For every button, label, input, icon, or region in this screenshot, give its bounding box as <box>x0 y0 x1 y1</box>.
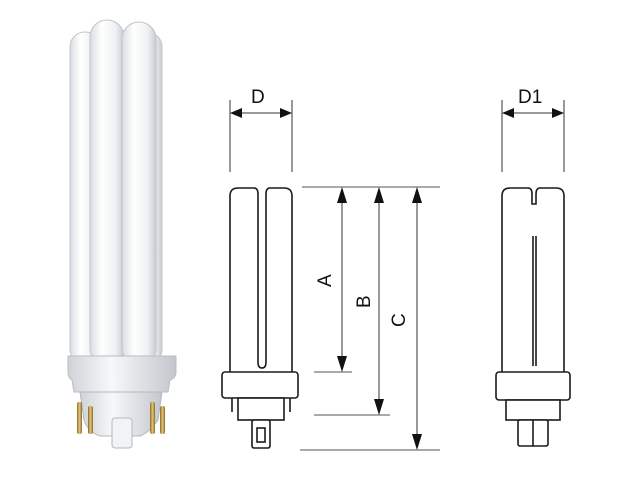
lamp-tube-front-left <box>89 19 125 366</box>
lamp-pin-1 <box>77 402 82 434</box>
front-view-drawing <box>221 187 299 449</box>
side-view-drawing <box>495 187 571 447</box>
dimension-b <box>374 187 384 415</box>
lamp-illustration <box>67 19 177 449</box>
front-view-base-key-slot <box>256 427 266 443</box>
lamp-pin-2 <box>88 406 93 434</box>
side-view-base-collar <box>495 371 571 401</box>
side-view-tube-outline <box>501 187 565 372</box>
dimension-d1-arrow-left <box>502 108 514 118</box>
dimension-c-label: C <box>389 313 410 327</box>
dimension-b-label: B <box>354 295 375 308</box>
dimension-d-label: D <box>251 87 265 108</box>
dimension-d-arrow-right <box>280 108 292 118</box>
dimension-c-arrow-bottom <box>412 434 422 450</box>
vertical-dimension-extensions <box>300 186 440 451</box>
dimension-d <box>229 100 293 172</box>
lamp-base-housing <box>79 391 163 437</box>
lamp-tube-front-right <box>121 21 157 366</box>
front-view-base-collar <box>221 371 299 399</box>
front-view-base-lower <box>237 397 285 421</box>
dimension-d-arrow-left <box>230 108 242 118</box>
dimension-c <box>412 187 422 450</box>
side-view-base-lower <box>505 399 561 421</box>
dimension-a-label: A <box>315 274 336 287</box>
dimension-b-arrow-bottom <box>374 399 384 415</box>
lamp-pin-3 <box>150 402 155 434</box>
dimension-d1-label: D1 <box>518 87 542 108</box>
dimension-a <box>337 187 347 372</box>
front-view-tube-outline <box>229 187 293 372</box>
dimension-d1 <box>501 100 565 172</box>
dimension-a-arrow-bottom <box>337 356 347 372</box>
dimension-d1-arrow-right <box>552 108 564 118</box>
dimension-a-arrow-top <box>337 187 347 203</box>
lamp-pin-4 <box>160 406 165 434</box>
lamp-base-key <box>111 417 133 449</box>
dimension-c-arrow-top <box>412 187 422 203</box>
lamp-base-collar <box>67 355 177 393</box>
dimension-b-arrow-top <box>374 187 384 203</box>
